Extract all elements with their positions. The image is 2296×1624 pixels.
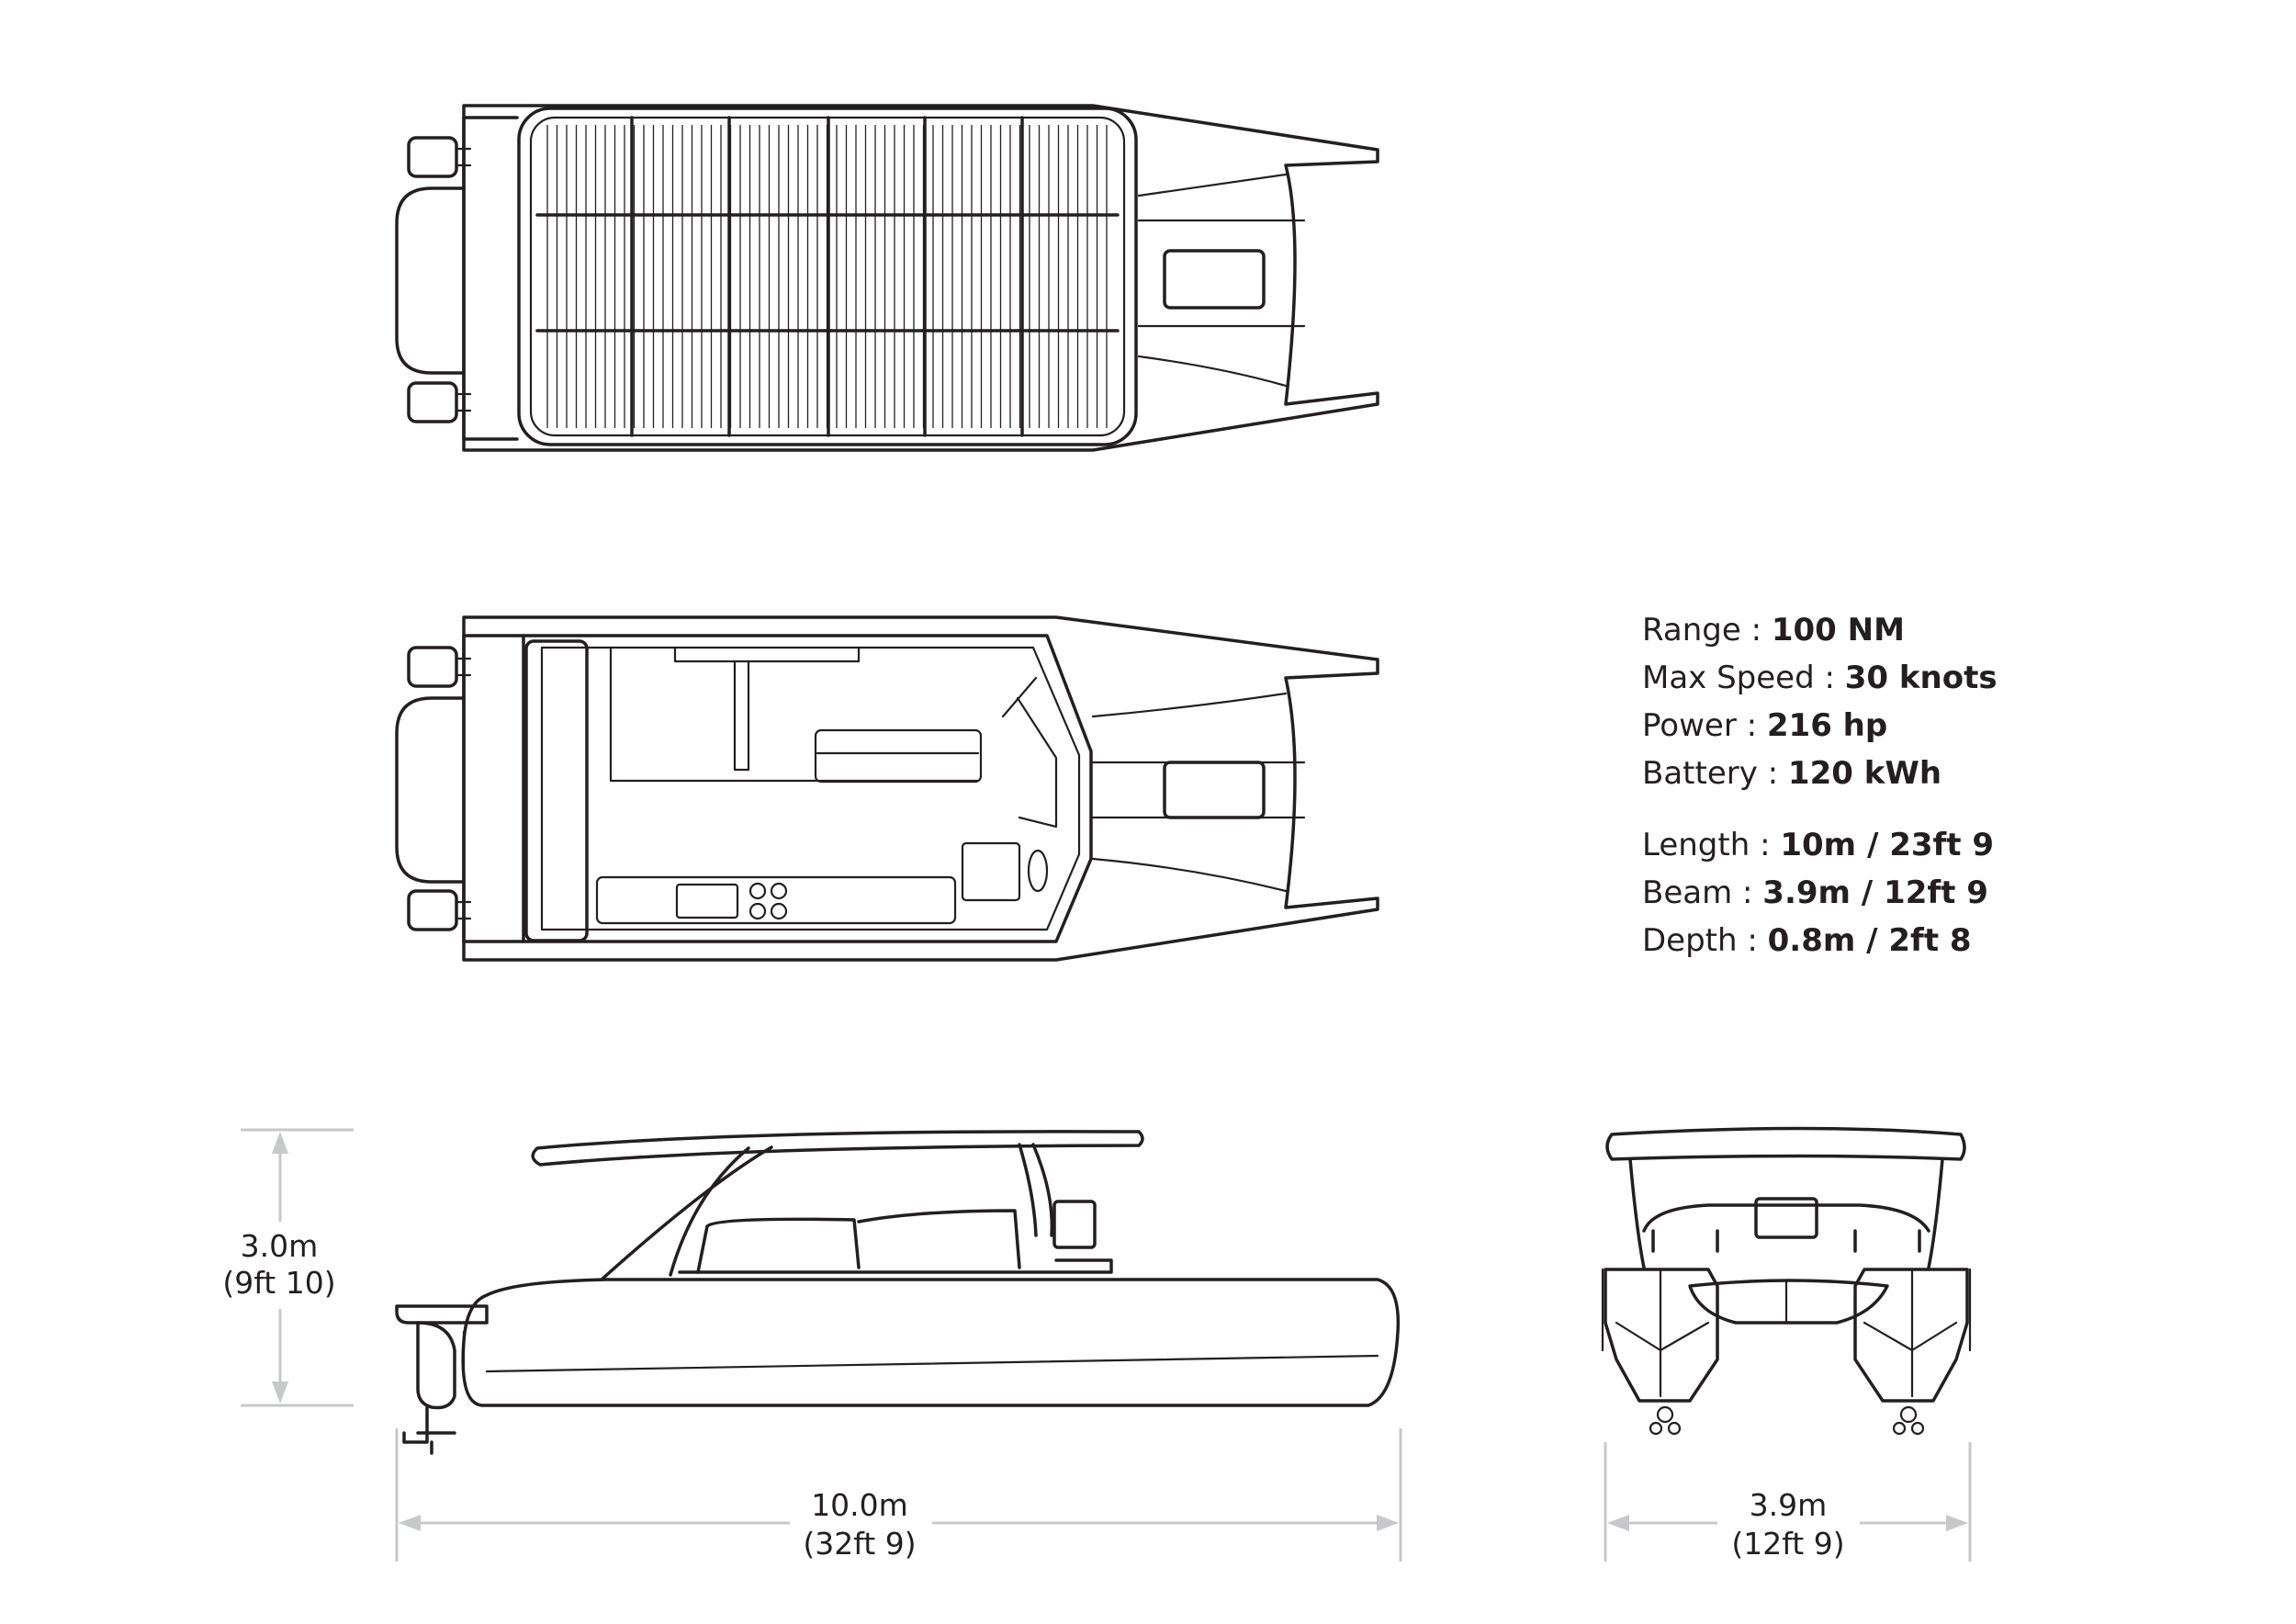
spec-value: 3.9m / 12ft 9 [1762, 874, 1988, 911]
length-metric-label: 10.0m [811, 1487, 908, 1523]
spec-value: 216 hp [1766, 707, 1888, 744]
spec-length: Length : 10m / 23ft 9 [1642, 821, 1998, 869]
spec-range: Range : 100 NM [1642, 606, 1998, 654]
spec-depth: Depth : 0.8m / 2ft 8 [1642, 917, 1998, 964]
spec-value: 10m / 23ft 9 [1780, 827, 1995, 863]
side-elevation-view [395, 1130, 1401, 1455]
length-imperial-label: (32ft 9) [803, 1526, 916, 1562]
height-imperial-label: (9ft 10) [222, 1265, 335, 1301]
spec-battery: Battery : 120 kWh [1642, 750, 1998, 797]
spec-label: Beam : [1642, 874, 1753, 911]
beam-imperial-label: (12ft 9) [1731, 1526, 1844, 1562]
specifications-list: Range : 100 NM Max Speed : 30 knots Powe… [1642, 606, 1998, 964]
top-view-roof [395, 104, 1379, 452]
spec-label: Length : [1642, 827, 1771, 863]
spec-label: Range : [1642, 612, 1762, 648]
spec-label: Power : [1642, 707, 1758, 744]
spec-label: Depth : [1642, 922, 1758, 959]
spec-group-gap [1642, 797, 1998, 821]
deck-plan-view [395, 615, 1379, 962]
spec-max-speed: Max Speed : 30 knots [1642, 654, 1998, 702]
beam-dimension: 3.9m (12ft 9) [1604, 1442, 1972, 1566]
beam-metric-label: 3.9m [1750, 1487, 1828, 1523]
spec-value: 30 knots [1844, 660, 1998, 696]
spec-label: Battery : [1642, 755, 1779, 792]
height-metric-label: 3.0m [241, 1228, 319, 1264]
length-dimension: 10.0m (32ft 9) [395, 1428, 1402, 1566]
spec-power: Power : 216 hp [1642, 702, 1998, 750]
height-dimension: 3.0m (9ft 10) [207, 1128, 354, 1407]
spec-value: 120 kWh [1787, 755, 1942, 792]
spec-value: 0.8m / 2ft 8 [1767, 922, 1972, 959]
spec-value: 100 NM [1771, 612, 1905, 648]
spec-beam: Beam : 3.9m / 12ft 9 [1642, 869, 1998, 917]
spec-label: Max Speed : [1642, 660, 1835, 696]
front-elevation-view [1601, 1126, 1972, 1436]
